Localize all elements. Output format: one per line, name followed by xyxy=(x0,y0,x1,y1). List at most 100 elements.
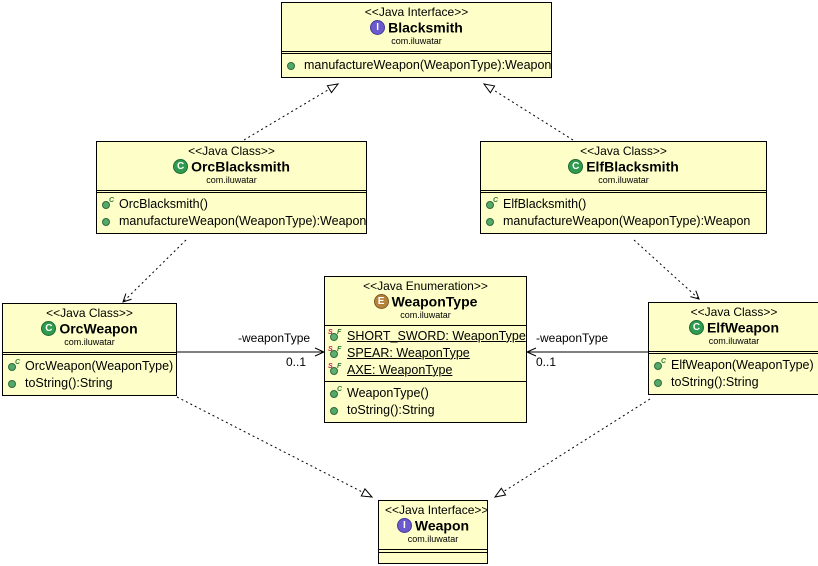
compartment-divider xyxy=(325,380,526,382)
method-row[interactable]: C ElfWeapon(WeaponType) xyxy=(653,357,816,374)
compartment-divider xyxy=(97,189,366,191)
method-label: toString():String xyxy=(25,375,113,390)
compartment-divider xyxy=(97,191,366,193)
method-row[interactable]: C OrcWeapon(WeaponType) xyxy=(7,358,173,375)
methods-compartment-elfblacksmith: C ElfBlacksmith() manufactureWeapon(Weap… xyxy=(481,193,766,233)
dependency-orcblacksmith-orcweapon xyxy=(122,239,187,303)
interface-icon: I xyxy=(396,517,412,533)
compartment-divider xyxy=(325,324,526,326)
interface-icon: I xyxy=(370,19,386,35)
method-row[interactable]: manufactureWeapon(WeaponType):Weapon xyxy=(101,213,367,230)
compartment-divider xyxy=(379,551,487,553)
field-label: SPEAR: WeaponType xyxy=(347,345,470,360)
method-row[interactable]: manufactureWeapon(WeaponType):Weapon xyxy=(286,57,552,74)
stereotype-label: <<Java Class>> xyxy=(580,144,667,158)
package-label: com.iluwatar xyxy=(206,175,257,186)
class-icon: C xyxy=(568,158,584,174)
method-row[interactable]: C WeaponType() xyxy=(329,385,523,402)
method-label: OrcWeapon(WeaponType) xyxy=(25,358,174,373)
class-icon: C xyxy=(173,158,189,174)
compartment-divider xyxy=(649,350,818,352)
method-row[interactable]: toString():String xyxy=(329,402,523,419)
method-label: manufactureWeapon(WeaponType):Weapon xyxy=(119,213,367,228)
field-label: AXE: WeaponType xyxy=(347,362,453,377)
dependency-elfblacksmith-elfweapon xyxy=(633,239,700,300)
method-row[interactable]: manufactureWeapon(WeaponType):Weapon xyxy=(485,213,763,230)
public-method-icon xyxy=(485,214,500,229)
association-multiplicity-label-orcweapon: 0..1 xyxy=(286,355,307,369)
methods-compartment-weapon xyxy=(379,553,487,559)
method-label: ElfWeapon(WeaponType) xyxy=(671,357,814,372)
constructor-icon: C xyxy=(653,358,668,373)
method-row[interactable]: toString():String xyxy=(7,375,173,392)
package-label: com.iluwatar xyxy=(400,310,451,321)
method-label: manufactureWeapon(WeaponType):Weapon xyxy=(503,213,751,228)
class-name-label: WeaponType xyxy=(391,293,478,310)
stereotype-label: <<Java Interface>> xyxy=(364,5,469,19)
association-role-label-elfweapon: -weaponType xyxy=(536,331,609,345)
method-row[interactable]: toString():String xyxy=(653,374,816,391)
constructor-icon: C xyxy=(7,359,22,374)
method-label: toString():String xyxy=(671,374,759,389)
method-label: OrcBlacksmith() xyxy=(119,196,208,211)
realization-orcblacksmith-blacksmith xyxy=(243,83,340,141)
compartment-divider xyxy=(481,189,766,191)
public-method-icon xyxy=(286,58,301,73)
realization-elfblacksmith-blacksmith xyxy=(482,83,574,141)
methods-compartment-orcblacksmith: C OrcBlacksmith() manufactureWeapon(Weap… xyxy=(97,193,366,233)
class-icon: C xyxy=(688,319,704,335)
method-row[interactable]: C OrcBlacksmith() xyxy=(101,196,363,213)
compartment-divider xyxy=(379,548,487,550)
stereotype-label: <<Java Class>> xyxy=(188,144,275,158)
methods-compartment-orcweapon: C OrcWeapon(WeaponType) toString():Strin… xyxy=(3,355,176,395)
compartment-divider xyxy=(649,352,818,354)
methods-compartment-elfweapon: C ElfWeapon(WeaponType) toString():Strin… xyxy=(649,354,818,394)
methods-compartment-weapontype: C WeaponType() toString():String xyxy=(325,382,526,422)
class-icon: C xyxy=(41,320,57,336)
class-name-label: Blacksmith xyxy=(388,19,463,36)
method-label: manufactureWeapon(WeaponType):Weapon xyxy=(304,57,552,72)
public-method-icon xyxy=(329,403,344,418)
package-label: com.iluwatar xyxy=(708,336,760,347)
class-name-label: OrcBlacksmith xyxy=(191,158,290,175)
public-method-icon xyxy=(101,214,116,229)
stereotype-label: <<Java Interface>> xyxy=(385,503,488,517)
methods-compartment-blacksmith: manufactureWeapon(WeaponType):Weapon xyxy=(282,54,551,77)
enum-icon: E xyxy=(373,293,389,309)
constructor-icon: C xyxy=(329,386,344,401)
method-row[interactable]: C ElfBlacksmith() xyxy=(485,196,763,213)
stereotype-label: <<Java Class>> xyxy=(690,305,778,319)
package-label: com.iluwatar xyxy=(598,175,649,186)
method-label: ElfBlacksmith() xyxy=(503,196,587,211)
compartment-divider xyxy=(481,191,766,193)
compartment-divider xyxy=(282,50,551,52)
field-label: SHORT_SWORD: WeaponType xyxy=(347,328,526,343)
compartment-divider xyxy=(3,351,176,353)
